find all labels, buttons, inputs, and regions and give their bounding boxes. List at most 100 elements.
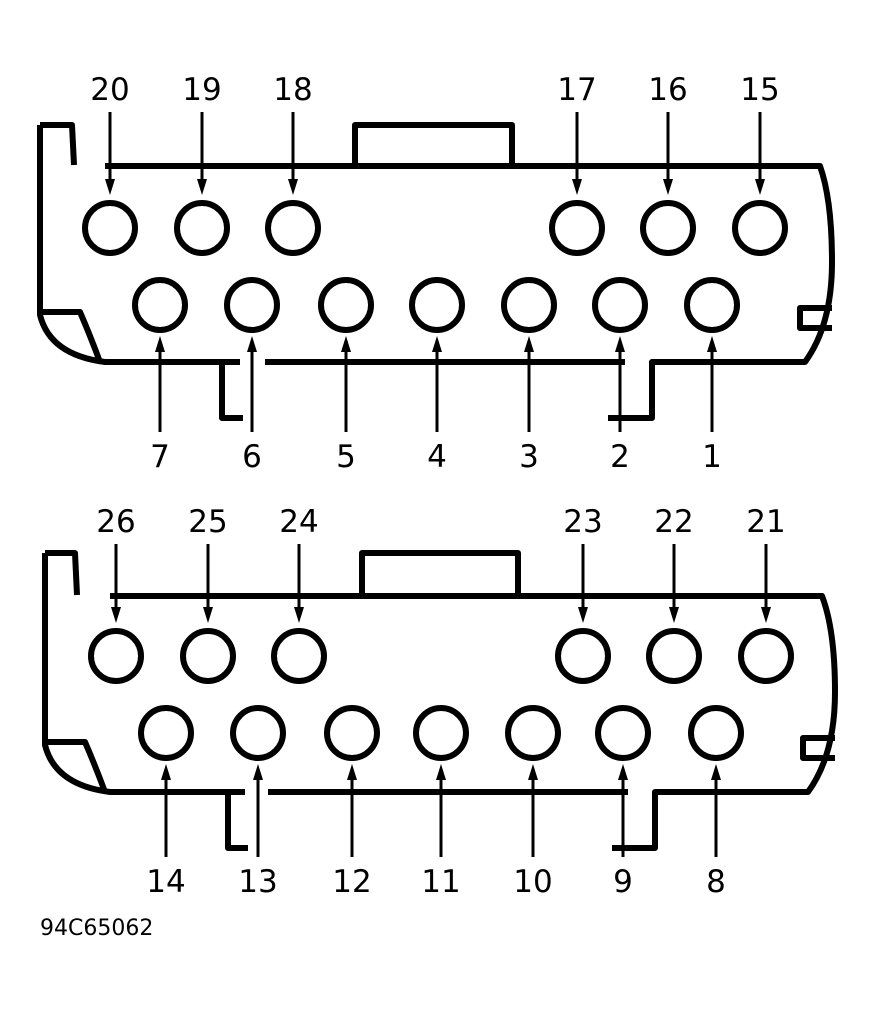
pin-15-arrow-head [755, 179, 765, 195]
pin-14 [138, 705, 194, 761]
pin-16 [640, 200, 696, 256]
pin-20-arrow-head [105, 179, 115, 195]
lower-connector-shell [42, 550, 838, 851]
pin-20 [82, 200, 138, 256]
pin-16-label: 16 [648, 72, 687, 108]
pin-14-arrow [161, 764, 171, 857]
pin-5 [318, 277, 374, 333]
pin-2 [592, 277, 648, 333]
pin-11-label: 11 [421, 864, 460, 900]
pin-14-label: 14 [146, 864, 185, 900]
pin-12-arrow-head [347, 764, 357, 780]
pin-19 [174, 200, 230, 256]
pin-1 [684, 277, 740, 333]
pin-22 [646, 628, 702, 684]
pin-24-arrow [294, 544, 304, 623]
pin-24-arrow-head [294, 607, 304, 623]
pin-15 [732, 200, 788, 256]
pin-7-arrow-head [155, 336, 165, 352]
pin-13-label: 13 [238, 864, 277, 900]
pin-26-arrow [111, 544, 121, 623]
pin-21-label: 21 [746, 504, 785, 540]
pin-9-arrow [618, 764, 628, 857]
pin-8-label: 8 [706, 864, 726, 900]
pin-2-arrow [615, 336, 625, 432]
pin-9-arrow-head [618, 764, 628, 780]
pin-26-arrow-head [111, 607, 121, 623]
pin-17-label: 17 [557, 72, 596, 108]
pin-6-arrow-head [247, 336, 257, 352]
pin-7-label: 7 [150, 439, 170, 475]
pin-22-arrow [669, 544, 679, 623]
pin-5-arrow-head [341, 336, 351, 352]
pin-23-arrow-head [578, 607, 588, 623]
pin-4 [409, 277, 465, 333]
pin-4-arrow [432, 336, 442, 432]
pin-8 [688, 705, 744, 761]
pin-19-label: 19 [182, 72, 221, 108]
pin-7-arrow [155, 336, 165, 432]
pin-12-arrow [347, 764, 357, 857]
pin-26 [88, 628, 144, 684]
pin-20-arrow [105, 112, 115, 195]
pin-13 [230, 705, 286, 761]
pin-23-label: 23 [563, 504, 602, 540]
pin-6 [224, 277, 280, 333]
pin-19-arrow [197, 112, 207, 195]
pin-6-label: 6 [242, 439, 262, 475]
pin-24 [271, 628, 327, 684]
pin-21-arrow-head [761, 607, 771, 623]
pin-17-arrow [572, 112, 582, 195]
pin-8-arrow [711, 764, 721, 857]
lower-connector-latch [359, 550, 521, 596]
upper-connector-shell [37, 122, 835, 421]
pin-11-arrow-head [436, 764, 446, 780]
pin-17 [549, 200, 605, 256]
pin-18-arrow [288, 112, 298, 195]
pin-21 [738, 628, 794, 684]
pin-10-arrow [528, 764, 538, 857]
pin-18-label: 18 [273, 72, 312, 108]
upper-connector-keyway [797, 305, 832, 331]
pin-15-arrow [755, 112, 765, 195]
pin-5-arrow [341, 336, 351, 432]
pin-19-arrow-head [197, 179, 207, 195]
lower-connector-keyway [800, 735, 835, 761]
pin-3-label: 3 [519, 439, 539, 475]
pin-16-arrow-head [663, 179, 673, 195]
pin-20-label: 20 [90, 72, 129, 108]
pin-22-label: 22 [654, 504, 693, 540]
pin-12-label: 12 [332, 864, 371, 900]
pin-10-arrow-head [528, 764, 538, 780]
pin-15-label: 15 [740, 72, 779, 108]
pin-3-arrow [524, 336, 534, 432]
pin-2-arrow-head [615, 336, 625, 352]
pin-26-label: 26 [96, 504, 135, 540]
pin-13-arrow [253, 764, 263, 857]
pin-17-arrow-head [572, 179, 582, 195]
pin-13-arrow-head [253, 764, 263, 780]
pin-7 [132, 277, 188, 333]
pin-14-arrow-head [161, 764, 171, 780]
pin-11 [413, 705, 469, 761]
pin-12 [324, 705, 380, 761]
pin-1-label: 1 [702, 439, 722, 475]
pin-25-label: 25 [188, 504, 227, 540]
pin-18 [265, 200, 321, 256]
pin-4-arrow-head [432, 336, 442, 352]
pin-25-arrow [203, 544, 213, 623]
figure-code: 94C65062 [40, 916, 154, 941]
pin-8-arrow-head [711, 764, 721, 780]
pin-9-label: 9 [613, 864, 633, 900]
pin-2-label: 2 [610, 439, 630, 475]
pin-25 [180, 628, 236, 684]
pin-23 [555, 628, 611, 684]
pin-3-arrow-head [524, 336, 534, 352]
pin-1-arrow-head [707, 336, 717, 352]
pin-3 [501, 277, 557, 333]
pin-6-arrow [247, 336, 257, 432]
upper-connector-latch [352, 122, 515, 166]
